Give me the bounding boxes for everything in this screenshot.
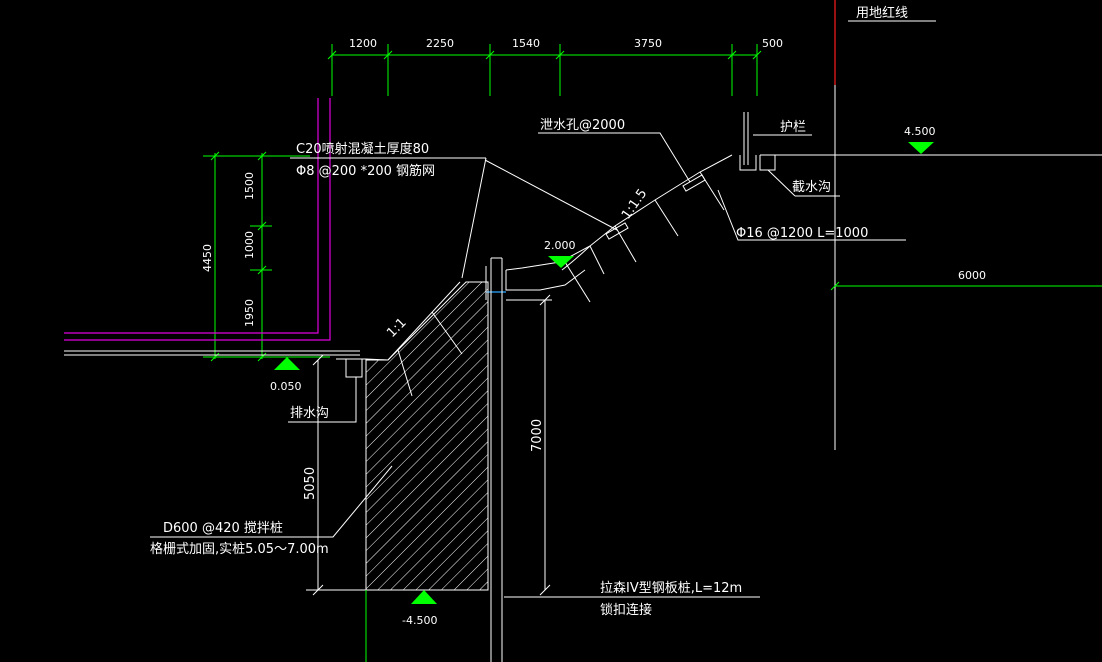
lower-slope-ratio: 1:1 <box>384 315 409 340</box>
sheet-pile <box>485 257 503 662</box>
left-total-dimension: 4450 <box>201 244 214 272</box>
drainage-ditch-label: 排水沟 <box>290 406 329 421</box>
elevation-base-label: 0.050 <box>270 380 302 393</box>
left-segment-2: 1000 <box>243 231 256 259</box>
mixing-pile-note: D600 @420 搅拌桩 格栅式加固,实桩5.05～7.00m <box>150 465 393 557</box>
drainage-ditch: 排水沟 <box>288 359 363 423</box>
shotcrete-note: C20喷射混凝土厚度80 Φ8 @200 *200 钢筋网 <box>290 141 487 279</box>
elevation-top-label: 4.500 <box>904 125 936 138</box>
upper-slope-ratio: 1:1.5 <box>619 186 650 222</box>
shotcrete-label-1: C20喷射混凝土厚度80 <box>296 141 429 157</box>
top-dimension-5: 500 <box>762 37 783 50</box>
drain-hole-label: 泄水孔@2000 <box>540 118 625 133</box>
pile-depth-label: 5050 <box>303 467 318 500</box>
top-dimension-chain: 1200 2250 1540 3750 500 <box>327 37 783 96</box>
drain-holes: 泄水孔@2000 <box>484 118 706 240</box>
railing-label: 护栏 <box>780 120 806 135</box>
soil-nail-label: Φ16 @1200 L=1000 <box>736 226 868 241</box>
elevation-mid-label: 2.000 <box>544 239 576 252</box>
site-boundary-line: 用地红线 <box>834 0 936 450</box>
railing-and-ditch: 护栏 截水沟 <box>739 112 840 197</box>
right-dimension: 6000 <box>830 269 1102 291</box>
mixing-pile-label-2: 格栅式加固,实桩5.05～7.00m <box>150 541 329 557</box>
top-dimension-1: 1200 <box>349 37 377 50</box>
top-dimension-2: 2250 <box>426 37 454 50</box>
elevation-mid: 2.000 <box>544 239 576 268</box>
mixing-pile-block <box>365 281 489 591</box>
sheet-pile-label-1: 拉森IV型钢板桩,L=12m <box>600 581 742 596</box>
sheet-pile-note: 拉森IV型钢板桩,L=12m 锁扣连接 <box>504 581 760 618</box>
elevation-base: 0.050 <box>270 357 302 393</box>
elevation-top: 4.500 <box>904 125 936 154</box>
existing-slope-outline <box>64 98 360 356</box>
sheet-pile-depth-label: 7000 <box>530 419 545 452</box>
sheet-pile-depth-dimension: 7000 <box>506 294 552 596</box>
right-dimension-label: 6000 <box>958 269 986 282</box>
top-dimension-3: 1540 <box>512 37 540 50</box>
left-segment-3: 1950 <box>243 299 256 327</box>
elevation-bottom-label: -4.500 <box>402 614 437 627</box>
elevation-bottom: -4.500 <box>402 590 437 627</box>
left-segment-1: 1500 <box>243 172 256 200</box>
intercept-ditch-label: 截水沟 <box>792 180 831 195</box>
left-dimension-chain: 4450 1500 1000 1950 <box>201 151 330 362</box>
shotcrete-label-2: Φ8 @200 *200 钢筋网 <box>296 163 435 179</box>
soil-nail-note: Φ16 @1200 L=1000 <box>717 189 906 241</box>
pile-depth-dimension: 5050 <box>303 354 366 596</box>
top-dimension-4: 3750 <box>634 37 662 50</box>
boundary-label: 用地红线 <box>856 5 908 21</box>
mixing-pile-label-1: D600 @420 搅拌桩 <box>163 520 283 536</box>
sheet-pile-label-2: 锁扣连接 <box>600 602 652 618</box>
